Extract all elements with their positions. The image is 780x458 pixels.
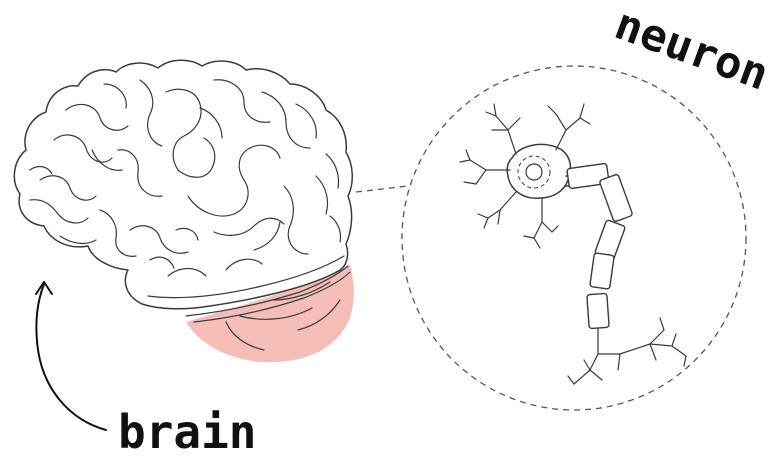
brain-label: brain: [118, 405, 256, 458]
connector-dashed-line: [356, 186, 408, 192]
nucleus-outer: [518, 156, 550, 188]
neuron-label: neuron: [608, 0, 775, 101]
neuron: [460, 104, 686, 384]
cerebellum: [186, 265, 354, 362]
neuron-magnifier-circle: [402, 66, 746, 410]
nucleus: [526, 164, 542, 180]
brain: [14, 60, 352, 322]
brain-arrow: [36, 282, 106, 430]
